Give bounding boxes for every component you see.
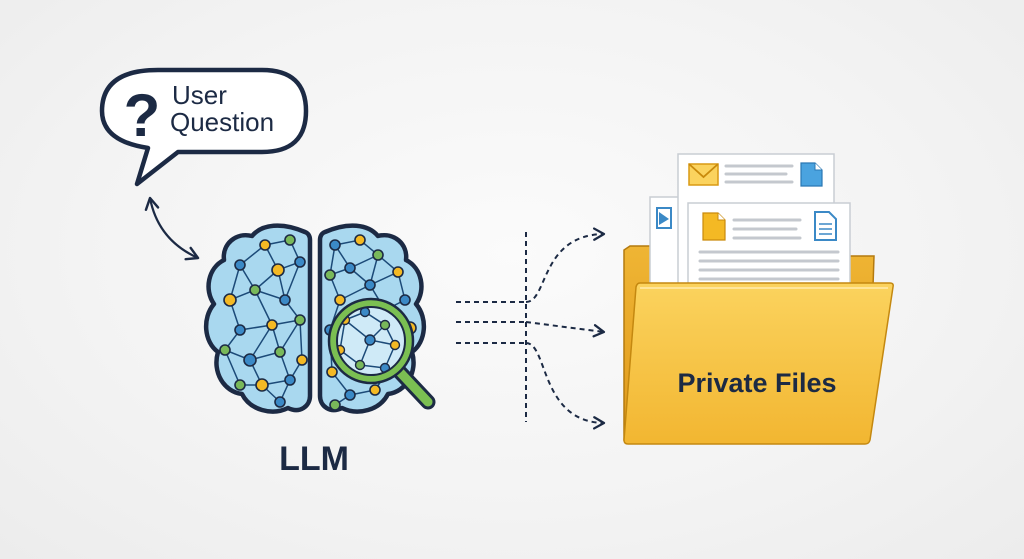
folder-front — [623, 282, 894, 445]
folder-label: Private Files — [677, 368, 836, 398]
llm-label: LLM — [279, 440, 349, 478]
question-mark-icon: ? — [124, 82, 161, 149]
file-icon — [800, 162, 823, 187]
magnifying-glass-icon — [327, 297, 436, 410]
bubble-shape — [99, 67, 309, 187]
user-question-bubble: ? User Question — [99, 67, 309, 187]
text-file-icon — [814, 211, 837, 241]
mail-icon — [688, 163, 719, 186]
retrieval-connectors — [456, 227, 606, 430]
file-icon-yellow — [702, 212, 726, 241]
arrow-to-folder-top — [525, 227, 606, 303]
image-icon — [656, 207, 672, 229]
private-files-folder: Private Files — [623, 153, 894, 445]
arrow-to-folder-middle — [525, 321, 606, 338]
bubble-line-2: Question — [170, 107, 274, 137]
arrow-to-folder-bottom — [525, 342, 606, 430]
question-brain-arrow — [144, 196, 200, 261]
bubble-line-1: User — [172, 80, 227, 110]
